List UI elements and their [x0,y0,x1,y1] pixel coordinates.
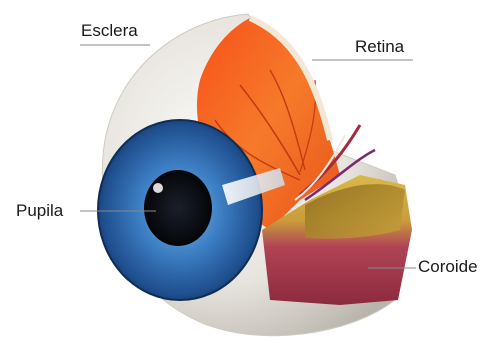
pupil [144,170,212,246]
label-pupila: Pupila [16,202,63,219]
label-coroide: Coroide [418,258,478,275]
label-retina: Retina [355,38,404,55]
label-esclera: Esclera [81,22,138,39]
